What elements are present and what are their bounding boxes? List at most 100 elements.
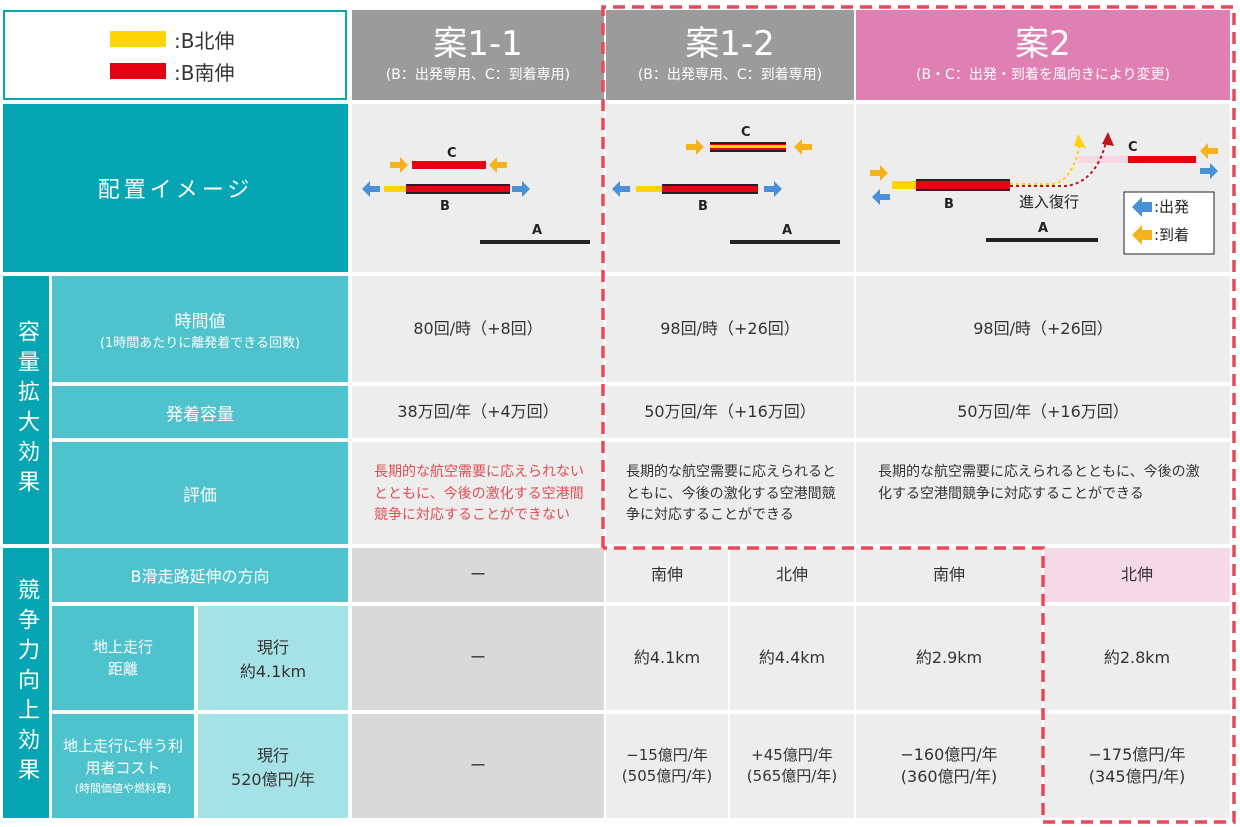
evaluation-label: 評価	[52, 442, 348, 544]
direction-label: B滑走路延伸の方向	[52, 548, 348, 602]
plan-title: 案1-1	[433, 24, 523, 65]
user-cost-subvalue: (360億円/年)	[900, 767, 998, 786]
runway-b-south	[916, 181, 1010, 189]
arrival-arrow-icon	[686, 139, 704, 155]
annual-plan-1-2: 50万回/年（+16万回）	[606, 386, 854, 438]
evaluation-plan-1-1: 長期的な航空需要に応えられないとともに、今後の激化する空港間競争に対応することが…	[352, 442, 604, 544]
plan-1-1-header: 案1-1 (B：出発専用、C：到着専用)	[352, 10, 604, 100]
hourly-value: 98回/時（+26回）	[973, 318, 1113, 338]
user-cost-subvalue: (345億円/年)	[1088, 767, 1186, 786]
plan-subtitle: (B：出発専用、C：到着専用)	[385, 66, 571, 83]
plan-title: 案1-2	[685, 24, 775, 65]
user-cost-value: −175億円/年	[1088, 744, 1186, 764]
arrival-arrow-icon	[794, 139, 812, 155]
user-cost-plan-1-2-south: −15億円/年 (505億円/年)	[606, 714, 728, 818]
annual-label: 発着容量	[52, 386, 348, 438]
legend-north-label: :B北伸	[174, 28, 235, 53]
user-cost-subvalue: (565億円/年)	[746, 767, 838, 785]
user-cost-plan-2-south: −160億円/年 (360億円/年)	[856, 714, 1042, 818]
evaluation-label-text: 評価	[183, 485, 217, 506]
legend-south-label: :B南伸	[174, 60, 235, 85]
departure-arrow-icon	[872, 189, 890, 205]
annual-plan-1-1: 38万回/年（+4万回）	[352, 386, 604, 438]
plan-title: 案2	[1015, 24, 1071, 65]
evaluation-plan-1-2: 長期的な航空需要に応えられるとともに、今後の激化する空港間競争に対応することがで…	[606, 442, 854, 544]
go-around-path-north	[1010, 143, 1081, 185]
departure-arrow-icon	[764, 181, 782, 197]
taxi-plan-2-north: 約2.8km	[1044, 606, 1230, 710]
runway-b-label: B	[698, 199, 708, 214]
taxi-value: 約4.1km	[633, 647, 701, 667]
direction-label-text: B滑走路延伸の方向	[130, 567, 270, 586]
runway-a-label: A	[1038, 221, 1048, 236]
taxi-distance-label: 地上走行距離	[52, 606, 194, 710]
runway-diagram-1-1: A C B	[362, 146, 590, 244]
user-cost-label: 地上走行に伴う利用者コスト (時間価値や燃料費)	[52, 714, 194, 818]
taxi-value: 約2.9km	[915, 647, 983, 667]
taxi-current: 現行 約4.1km	[198, 606, 348, 710]
runway-a	[730, 240, 840, 244]
user-cost-label-text: 地上走行に伴う利用者コスト	[63, 737, 184, 777]
direction-plan-1-2-north: 北伸	[730, 548, 854, 602]
hourly-plan-1-1: 80回/時（+8回）	[352, 276, 604, 382]
runway-a-label: A	[782, 223, 792, 238]
section-capacity-text: 容量拡大効果	[14, 320, 39, 500]
evaluation-value: 長期的な航空需要に応えられるとともに、今後の激化する空港間競争に対応することがで…	[878, 464, 1200, 502]
taxi-value: ー	[469, 647, 486, 667]
taxi-plan-1-2-south: 約4.1km	[606, 606, 728, 710]
departure-arrow-icon	[612, 181, 630, 197]
hourly-value: 98回/時（+26回）	[660, 318, 800, 338]
go-around-path-south	[1010, 141, 1107, 187]
runway-diagram-2: A C B 進入復行 :出発 :到着	[870, 132, 1218, 255]
hourly-plan-2: 98回/時（+26回）	[856, 276, 1230, 382]
user-cost-plan-2-north: −175億円/年 (345億円/年)	[1044, 714, 1230, 818]
taxi-distance-label-text: 地上走行距離	[92, 637, 153, 679]
runway-a	[480, 240, 590, 244]
runway-c-label: C	[1128, 140, 1138, 155]
user-cost-value: +45億円/年	[751, 746, 833, 764]
evaluation-value: 長期的な航空需要に応えられないとともに、今後の激化する空港間競争に対応することが…	[374, 464, 584, 524]
annual-plan-2: 50万回/年（+16万回）	[856, 386, 1230, 438]
user-cost-current: 現行 520億円/年	[198, 714, 348, 818]
arrival-arrow-icon	[1200, 143, 1218, 159]
runway-c-label: C	[447, 146, 457, 161]
user-cost-plan-1-1: ー	[352, 714, 604, 818]
plan-1-2-header: 案1-2 (B：出発専用、C：到着専用)	[606, 10, 854, 100]
user-cost-value: −15億円/年	[626, 746, 708, 764]
legend-south-swatch	[110, 63, 166, 79]
layout-image-label: 配置イメージ	[3, 104, 348, 272]
hourly-label: 時間値 (1時間あたりに離発着できる回数)	[52, 276, 348, 382]
direction-plan-2-south: 南伸	[856, 548, 1042, 602]
arrival-arrow-icon	[390, 157, 408, 173]
user-cost-subvalue: (505億円/年)	[621, 767, 713, 785]
evaluation-value: 長期的な航空需要に応えられるとともに、今後の激化する空港間競争に対応することがで…	[626, 464, 836, 524]
direction-plan-2-north: 北伸	[1044, 548, 1230, 602]
runway-c	[412, 161, 486, 169]
direction-value: 北伸	[775, 564, 808, 584]
annual-value: 50万回/年（+16万回）	[644, 401, 816, 421]
legend-north-swatch	[110, 31, 166, 47]
hourly-plan-1-2: 98回/時（+26回）	[606, 276, 854, 382]
layout-plan-1-1: A C B	[352, 104, 604, 272]
direction-plan-1-1: ー	[352, 548, 604, 602]
taxi-plan-1-2-north: 約4.4km	[730, 606, 854, 710]
taxi-plan-1-1: ー	[352, 606, 604, 710]
annual-label-text: 発着容量	[166, 404, 234, 425]
runway-b-south	[662, 186, 758, 192]
user-cost-value: ー	[469, 755, 486, 775]
legend-box: :B北伸 :B南伸	[3, 10, 347, 100]
plan-subtitle: (B・C：出発・到着を風向きにより変更)	[915, 66, 1171, 83]
hourly-label-text: 時間値	[174, 312, 226, 332]
go-around-arrow-icon	[1102, 132, 1114, 146]
taxi-value: 約2.8km	[1103, 647, 1171, 667]
departure-arrow-icon	[1200, 163, 1218, 179]
plan-2-header: 案2 (B・C：出発・到着を風向きにより変更)	[856, 10, 1230, 100]
user-cost-current-label: 現行	[256, 746, 289, 765]
departure-arrow-icon	[512, 181, 530, 197]
taxi-current-value: 約4.1km	[239, 662, 307, 681]
layout-image-text: 配置イメージ	[97, 178, 254, 203]
section-competition-text: 競争力向上効果	[14, 578, 39, 788]
runway-a	[986, 238, 1098, 242]
runway-b-label: B	[944, 197, 954, 212]
section-capacity-label: 容量拡大効果	[3, 276, 49, 544]
